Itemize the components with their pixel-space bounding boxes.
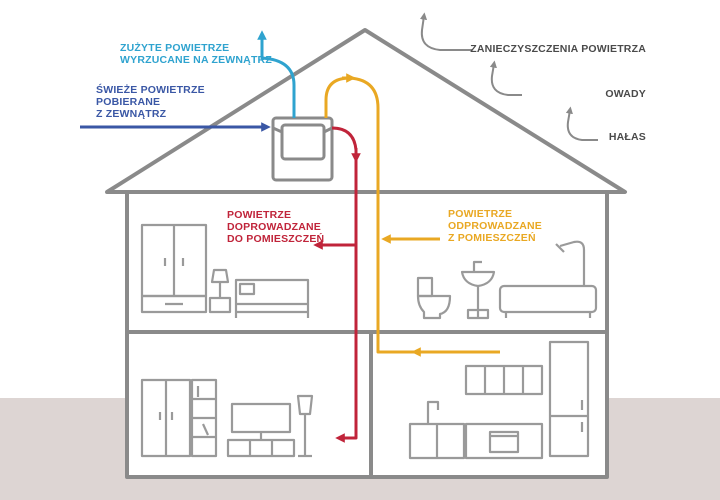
- supply-rooms-label: POWIETRZE DOPROWADZANE DO POMIESZCZEŃ: [227, 209, 325, 245]
- oven-icon: [464, 422, 544, 460]
- bedroom-furniture: [140, 223, 310, 318]
- pollution-label: ZANIECZYSZCZENIA POWIETRZA: [470, 43, 646, 55]
- extract-rooms-label: POWIETRZE ODPROWADZANE Z POMIESZCZEŃ: [448, 208, 542, 244]
- fresh-intake-label: ŚWIEŻE POWIETRZE POBIERANE Z ZEWNĄTRZ: [96, 84, 205, 120]
- nightstand-lamp-icon: [208, 268, 232, 314]
- bathroom-furniture: [416, 240, 598, 320]
- fridge-icon: [548, 340, 590, 458]
- recuperator-unit-icon: [271, 116, 334, 182]
- kitchen-furniture: [408, 340, 590, 460]
- sink-icon: [460, 260, 496, 320]
- livingroom-furniture: [140, 378, 314, 458]
- kitchen-cabinets-icon: [464, 364, 544, 396]
- noise-arrow: [565, 106, 598, 141]
- insects-arrow: [489, 60, 522, 96]
- noise-label: HAŁAS: [608, 131, 646, 143]
- cabinet-icon: [140, 378, 192, 458]
- exhaust-air-arrow: [257, 30, 296, 118]
- exhaust-outside-label: ZUŻYTE POWIETRZE WYRZUCANE NA ZEWNĄTRZ: [120, 42, 272, 66]
- bathtub-icon: [498, 240, 598, 318]
- bed-icon: [234, 278, 310, 318]
- kitchen-sink-icon: [408, 400, 466, 460]
- insects-label: OWADY: [605, 88, 646, 100]
- bookshelf-icon: [190, 378, 218, 458]
- blocked-arrows: [419, 12, 598, 141]
- wardrobe-icon: [140, 223, 208, 314]
- tv-stand-icon: [226, 402, 296, 458]
- pollution-arrow: [419, 12, 472, 51]
- toilet-icon: [416, 276, 452, 320]
- floor-lamp-icon: [296, 394, 314, 458]
